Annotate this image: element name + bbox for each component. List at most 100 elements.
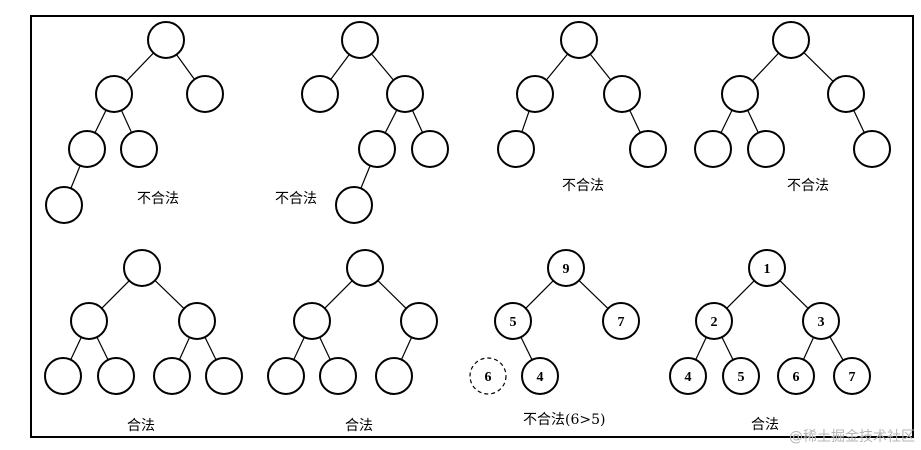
tree-node-label: 7 bbox=[618, 315, 625, 330]
tree-node bbox=[97, 357, 135, 395]
tree-node bbox=[695, 302, 733, 340]
tree-node-label: 5 bbox=[738, 370, 745, 385]
tree-node bbox=[669, 357, 707, 395]
tree-node bbox=[375, 357, 413, 395]
tree-edge bbox=[176, 54, 195, 80]
tree-node bbox=[516, 75, 554, 113]
watermark: @稀土掘金技术社区 bbox=[789, 429, 915, 445]
tree-node bbox=[833, 357, 871, 395]
tree-edge bbox=[126, 52, 154, 82]
tree-edge bbox=[324, 280, 353, 309]
tree-node bbox=[603, 75, 641, 113]
tree-node-dashed bbox=[469, 357, 507, 395]
tree-node bbox=[777, 357, 815, 395]
tree-edge bbox=[70, 165, 81, 189]
tree-node bbox=[44, 357, 82, 395]
tree-edge bbox=[525, 280, 554, 309]
tree-node bbox=[827, 75, 865, 113]
tree-node-label: 4 bbox=[537, 370, 544, 385]
tree-node bbox=[267, 357, 305, 395]
tree-edge bbox=[720, 109, 733, 134]
tree-edge bbox=[545, 53, 569, 81]
tree-node-label: 9 bbox=[563, 262, 570, 277]
tree-node-label: 3 bbox=[818, 315, 825, 330]
tree-edge bbox=[578, 280, 609, 309]
tree-edge bbox=[377, 280, 407, 309]
tree-edge bbox=[293, 337, 305, 360]
tree-edge bbox=[360, 165, 371, 189]
tree-node bbox=[68, 130, 106, 168]
tree-node bbox=[802, 302, 840, 340]
tree-edge bbox=[803, 52, 834, 82]
tree-node bbox=[319, 357, 357, 395]
tree-t2 bbox=[301, 21, 449, 224]
tree-node bbox=[147, 21, 185, 59]
caption-t3: 不合法 bbox=[562, 178, 604, 194]
tree-node bbox=[386, 75, 424, 113]
tree-edge bbox=[204, 336, 217, 361]
tree-edge bbox=[411, 110, 424, 133]
tree-node bbox=[153, 357, 191, 395]
tree-edge bbox=[371, 53, 394, 81]
tree-node bbox=[694, 130, 732, 168]
tree-t5 bbox=[44, 249, 243, 395]
tree-t4 bbox=[694, 21, 891, 168]
tree-node bbox=[358, 130, 396, 168]
tree-node bbox=[120, 130, 158, 168]
caption-t1: 不合法 bbox=[137, 191, 179, 207]
tree-edge bbox=[802, 337, 815, 360]
tree-node bbox=[560, 21, 598, 59]
tree-node bbox=[178, 302, 216, 340]
tree-node bbox=[602, 302, 640, 340]
tree-node bbox=[747, 130, 785, 168]
tree-t6 bbox=[267, 249, 438, 395]
tree-edge bbox=[853, 110, 865, 133]
tree-edge bbox=[521, 110, 530, 133]
tree-edge bbox=[94, 109, 107, 134]
tree-t3 bbox=[497, 21, 667, 168]
caption-t5: 合法 bbox=[127, 418, 155, 434]
diagram-frame bbox=[30, 15, 914, 438]
tree-node bbox=[497, 130, 535, 168]
tree-t1 bbox=[45, 21, 224, 224]
tree-node bbox=[721, 75, 759, 113]
tree-node bbox=[70, 302, 108, 340]
tree-node bbox=[293, 302, 331, 340]
tree-node bbox=[722, 357, 760, 395]
tree-edge bbox=[319, 337, 331, 360]
tree-edge bbox=[178, 337, 191, 360]
tree-edge bbox=[154, 280, 185, 309]
tree-node bbox=[748, 249, 786, 287]
caption-t4: 不合法 bbox=[787, 178, 829, 194]
tree-node bbox=[411, 130, 449, 168]
caption-t8: 合法 bbox=[751, 417, 779, 433]
tree-edge bbox=[400, 337, 413, 360]
tree-edge bbox=[520, 336, 533, 361]
tree-edge bbox=[120, 110, 133, 133]
tree-edge bbox=[726, 280, 755, 309]
tree-edge bbox=[101, 280, 130, 309]
tree-node bbox=[301, 75, 339, 113]
tree-edge bbox=[779, 280, 809, 309]
tree-edge bbox=[721, 336, 734, 361]
tree-edge bbox=[751, 52, 780, 82]
tree-node-label: 2 bbox=[711, 315, 718, 330]
tree-node bbox=[853, 130, 891, 168]
tree-edge bbox=[747, 110, 759, 133]
tree-node bbox=[547, 249, 585, 287]
tree-node bbox=[521, 357, 559, 395]
tree-node-label: 6 bbox=[793, 370, 800, 385]
tree-node bbox=[346, 249, 384, 287]
tree-edge bbox=[330, 54, 350, 80]
tree-edge bbox=[589, 53, 612, 81]
tree-node-label: 5 bbox=[510, 315, 517, 330]
tree-node-label: 4 bbox=[685, 370, 692, 385]
tree-node bbox=[45, 186, 83, 224]
tree-node bbox=[494, 302, 532, 340]
caption-t6: 合法 bbox=[345, 418, 373, 434]
tree-node bbox=[95, 75, 133, 113]
